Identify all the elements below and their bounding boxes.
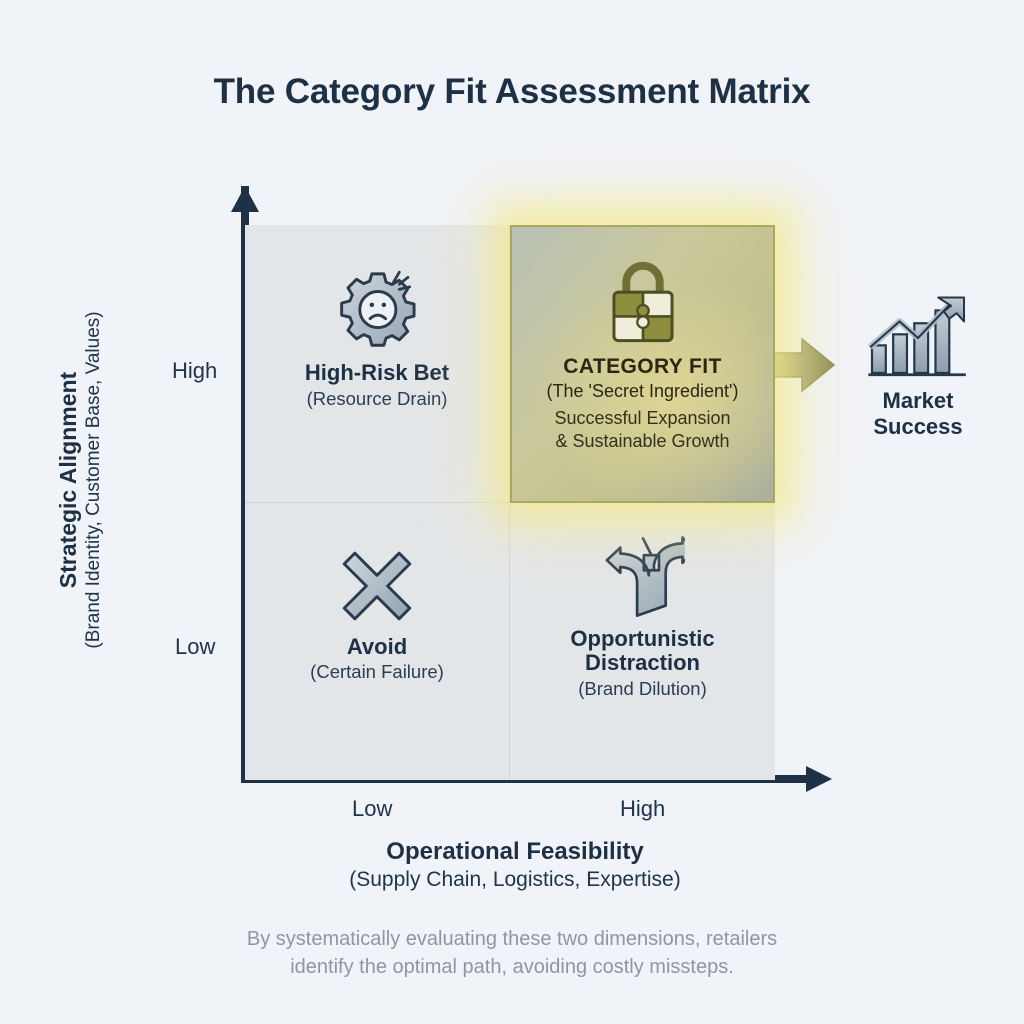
page-title: The Category Fit Assessment Matrix: [213, 72, 811, 111]
x-axis-tick-high: High: [620, 796, 666, 821]
x-axis-tick-low: Low: [352, 796, 393, 821]
x-axis-arrowhead-icon: [806, 766, 832, 792]
quadrant-subtitle: (Resource Drain): [306, 387, 448, 409]
y-axis-tick-high: High: [172, 358, 218, 383]
right-block-arrow-icon: [767, 330, 838, 400]
gear-sad-face-icon: [334, 267, 420, 353]
y-axis-label-title: Strategic Alignment: [55, 371, 81, 589]
quadrant-title: Avoid: [346, 633, 408, 659]
puzzle-padlock-icon: [599, 255, 687, 347]
quadrant-title-line-1: Opportunistic: [570, 625, 715, 651]
quadrant-subtitle: (Brand Dilution): [578, 677, 707, 699]
matrix-grid: High-Risk Bet (Resource Drain): [245, 225, 775, 780]
quadrant-high-risk-bet[interactable]: High-Risk Bet (Resource Drain): [245, 225, 510, 503]
outcome-label-line-2: Success: [873, 413, 963, 439]
x-axis-label-subtitle: (Supply Chain, Logistics, Expertise): [349, 868, 681, 891]
three-way-arrow-icon: [601, 535, 697, 619]
cross-x-icon: [336, 545, 418, 627]
x-axis-label: Operational Feasibility (Supply Chain, L…: [180, 838, 850, 892]
quadrant-description-line-2: & Sustainable Growth: [555, 431, 730, 452]
quadrant-description-line-1: Successful Expansion: [554, 408, 731, 429]
footer-caption-line-2: identify the optimal path, avoiding cost…: [290, 956, 734, 979]
y-axis-label: Strategic Alignment (Brand Identity, Cus…: [55, 220, 105, 740]
footer-caption: By systematically evaluating these two d…: [152, 925, 872, 982]
footer-caption-line-1: By systematically evaluating these two d…: [246, 928, 778, 950]
quadrant-avoid[interactable]: Avoid (Certain Failure): [245, 502, 510, 780]
quadrant-category-fit[interactable]: CATEGORY FIT (The 'Secret Ingredient') S…: [510, 225, 775, 503]
quadrant-title-line-2: Distraction: [585, 650, 700, 676]
y-axis-label-subtitle: (Brand Identity, Customer Base, Values): [83, 311, 104, 649]
y-axis-arrowhead-icon: [231, 186, 259, 212]
quadrant-title: High-Risk Bet: [304, 360, 450, 385]
outcome-label-line-1: Market: [882, 388, 954, 413]
quadrant-subtitle: (The 'Secret Ingredient'): [546, 380, 739, 401]
growth-bar-chart-icon: [838, 292, 998, 384]
x-axis-label-title: Operational Feasibility: [386, 838, 644, 865]
y-axis-tick-low: Low: [175, 634, 216, 659]
quadrant-subtitle: (Certain Failure): [310, 661, 444, 683]
quadrant-opportunistic-distraction[interactable]: Opportunistic Distraction (Brand Dilutio…: [510, 502, 775, 780]
outcome-market-success[interactable]: Market Success: [838, 292, 998, 440]
quadrant-title: CATEGORY FIT: [563, 355, 722, 378]
